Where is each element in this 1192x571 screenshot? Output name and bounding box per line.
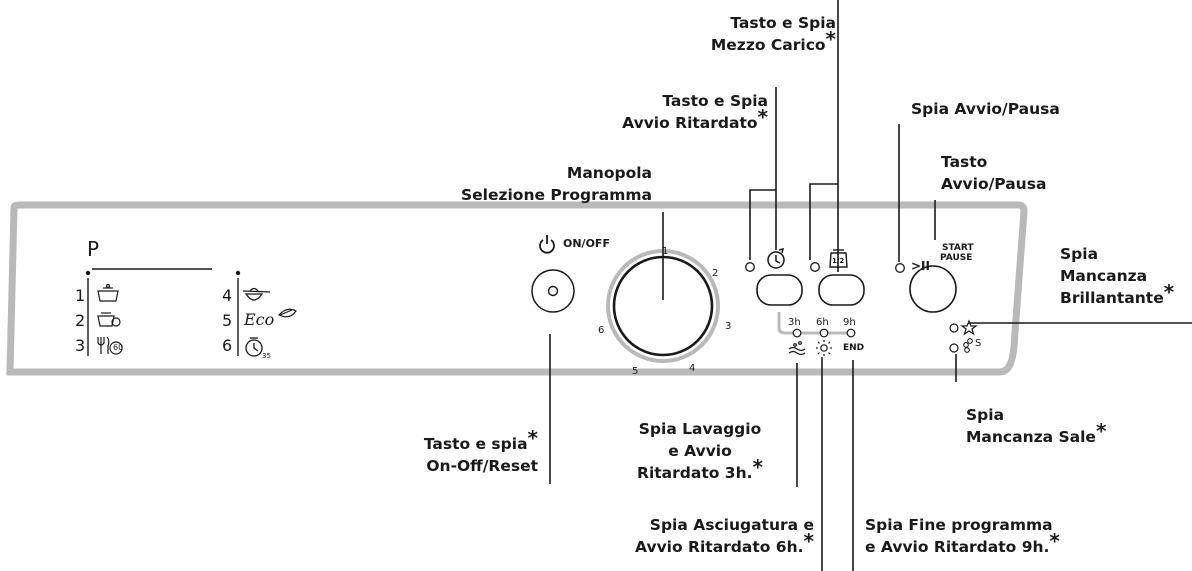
label-avvio-ritardato-line1: Tasto e Spia xyxy=(662,92,768,110)
label-mezzo-carico-star: * xyxy=(825,27,836,51)
power-icon xyxy=(539,235,555,254)
label-tasto-avvio-pausa: Tasto Avvio/Pausa xyxy=(941,151,1046,195)
label-on-off-line2: On-Off/Reset xyxy=(426,457,538,475)
label-spia-avvio-pausa: Spia Avvio/Pausa xyxy=(911,100,1060,118)
rinse-aid-led xyxy=(949,323,959,333)
label-avvio-ritardato: Tasto e Spia Avvio Ritardato* xyxy=(622,90,768,134)
label-asciugatura-line1: Spia Asciugatura e xyxy=(649,516,814,534)
pot-icon xyxy=(97,283,119,302)
program-2-number: 2 xyxy=(75,311,86,330)
label-brillantante-star: * xyxy=(1163,280,1175,304)
label-mezzo-carico-line1: Tasto e Spia xyxy=(730,14,836,32)
label-asciugatura-line2: Avvio Ritardato 6h. xyxy=(635,538,804,556)
program-6-time: 35 xyxy=(262,352,271,360)
eco-leaf-icon xyxy=(278,308,297,318)
dial-number-1: 1 xyxy=(662,246,669,257)
sun-dry-icon xyxy=(816,340,832,356)
label-manopola-line2: Selezione Programma xyxy=(460,186,652,204)
salt-led xyxy=(949,343,959,353)
label-lavaggio-line1: Spia Lavaggio xyxy=(638,420,762,438)
label-avvio-ritardato-star: * xyxy=(757,105,768,129)
label-manopola: Manopola Selezione Programma xyxy=(461,162,652,206)
onoff-led xyxy=(547,285,559,297)
label-on-off-star: * xyxy=(527,426,538,450)
half-load-button[interactable] xyxy=(818,274,865,306)
dial-number-5: 5 xyxy=(632,366,639,377)
label-mezzo-carico: Tasto e Spia Mezzo Carico* xyxy=(711,12,836,56)
program-5-number: 5 xyxy=(222,311,233,330)
delay-start-led xyxy=(745,262,755,272)
timer-35-icon xyxy=(245,337,263,357)
label-lavaggio-3h: Spia Lavaggio e Avvio Ritardato 3h.* xyxy=(624,418,776,484)
bowl-whisk-icon xyxy=(242,287,271,301)
program-3-number: 3 xyxy=(75,336,86,355)
delay-3h-led xyxy=(792,328,802,338)
label-sale-star: * xyxy=(1095,419,1107,443)
half-load-icon-text: 1/2 xyxy=(832,257,845,265)
label-sale-line2: Mancanza Sale xyxy=(966,428,1096,446)
label-mancanza-sale: Spia Mancanza Sale* xyxy=(966,404,1106,448)
program-header: P xyxy=(87,237,100,261)
delay-9h-led xyxy=(846,328,856,338)
delay-start-button[interactable] xyxy=(756,274,803,306)
label-mancanza-brillantante: Spia Mancanza Brillantante* xyxy=(1060,243,1174,309)
label-fine-9h: Spia Fine programma e Avvio Ritardato 9h… xyxy=(865,514,1060,558)
program-3-temp: 60 xyxy=(113,343,124,352)
label-lavaggio-line2: e Avvio xyxy=(668,442,732,460)
program-6-number: 6 xyxy=(222,336,233,355)
label-asciugatura-star: * xyxy=(803,529,814,553)
bracket-half-load xyxy=(809,183,838,260)
salt-s-label: S xyxy=(975,338,982,349)
leader-lines xyxy=(549,0,1192,571)
half-load-led xyxy=(810,262,820,272)
pot-cup-icon xyxy=(97,312,121,327)
label-lavaggio-line3: Ritardato 3h. xyxy=(637,464,753,482)
label-tasto-avvio-pausa-line1: Tasto xyxy=(941,153,988,171)
label-brillantante-line3: Brillantante xyxy=(1060,289,1164,307)
label-lavaggio-star: * xyxy=(752,455,763,479)
program-1-number: 1 xyxy=(75,286,86,305)
label-brillantante-line1: Spia xyxy=(1060,245,1099,263)
program-4-number: 4 xyxy=(222,286,233,305)
label-fine-line2: e Avvio Ritardato 9h. xyxy=(865,538,1050,556)
label-avvio-ritardato-line2: Avvio Ritardato xyxy=(622,114,758,132)
delay-9h-label: 9h xyxy=(843,317,856,328)
program-indicator-left xyxy=(85,270,91,276)
delay-clock-icon xyxy=(767,247,785,269)
label-brillantante-line2: Mancanza xyxy=(1060,267,1148,285)
wash-icon xyxy=(788,341,806,356)
cutlery-60-icon xyxy=(97,336,123,355)
program-indicator-right xyxy=(235,270,241,276)
dial-number-3: 3 xyxy=(725,321,732,332)
bracket-delay xyxy=(749,189,776,260)
delay-3h-label: 3h xyxy=(788,317,801,328)
label-on-off-reset: Tasto e spia* On-Off/Reset xyxy=(423,428,538,477)
delay-6h-label: 6h xyxy=(816,317,829,328)
rinse-aid-star-icon xyxy=(960,319,978,336)
dial-number-6: 6 xyxy=(598,325,605,336)
label-fine-star: * xyxy=(1049,529,1060,553)
label-fine-line1: Spia Fine programma xyxy=(865,516,1053,534)
dial-number-2: 2 xyxy=(712,268,719,279)
label-asciugatura-6h: Spia Asciugatura e Avvio Ritardato 6h.* xyxy=(635,514,814,558)
onoff-label: ON/OFF xyxy=(563,237,610,250)
dial-number-4: 4 xyxy=(689,363,696,374)
label-mezzo-carico-line2: Mezzo Carico xyxy=(710,36,826,54)
panel-frame xyxy=(6,201,1028,376)
start-pause-symbol: >II xyxy=(911,259,930,273)
program-5-eco-text: Eco xyxy=(244,310,275,329)
start-label: START xyxy=(942,243,974,253)
delay-bracket xyxy=(777,312,796,335)
end-label: END xyxy=(843,343,865,353)
pause-label: PAUSE xyxy=(940,253,973,263)
label-on-off-line1: Tasto e spia xyxy=(423,435,528,453)
label-manopola-line1: Manopola xyxy=(566,164,652,182)
delay-6h-led xyxy=(819,328,829,338)
label-sale-line1: Spia xyxy=(966,406,1005,424)
label-tasto-avvio-pausa-line2: Avvio/Pausa xyxy=(941,175,1047,193)
salt-icon xyxy=(963,338,973,353)
start-pause-led xyxy=(895,263,905,273)
start-pause-button[interactable] xyxy=(909,265,957,313)
